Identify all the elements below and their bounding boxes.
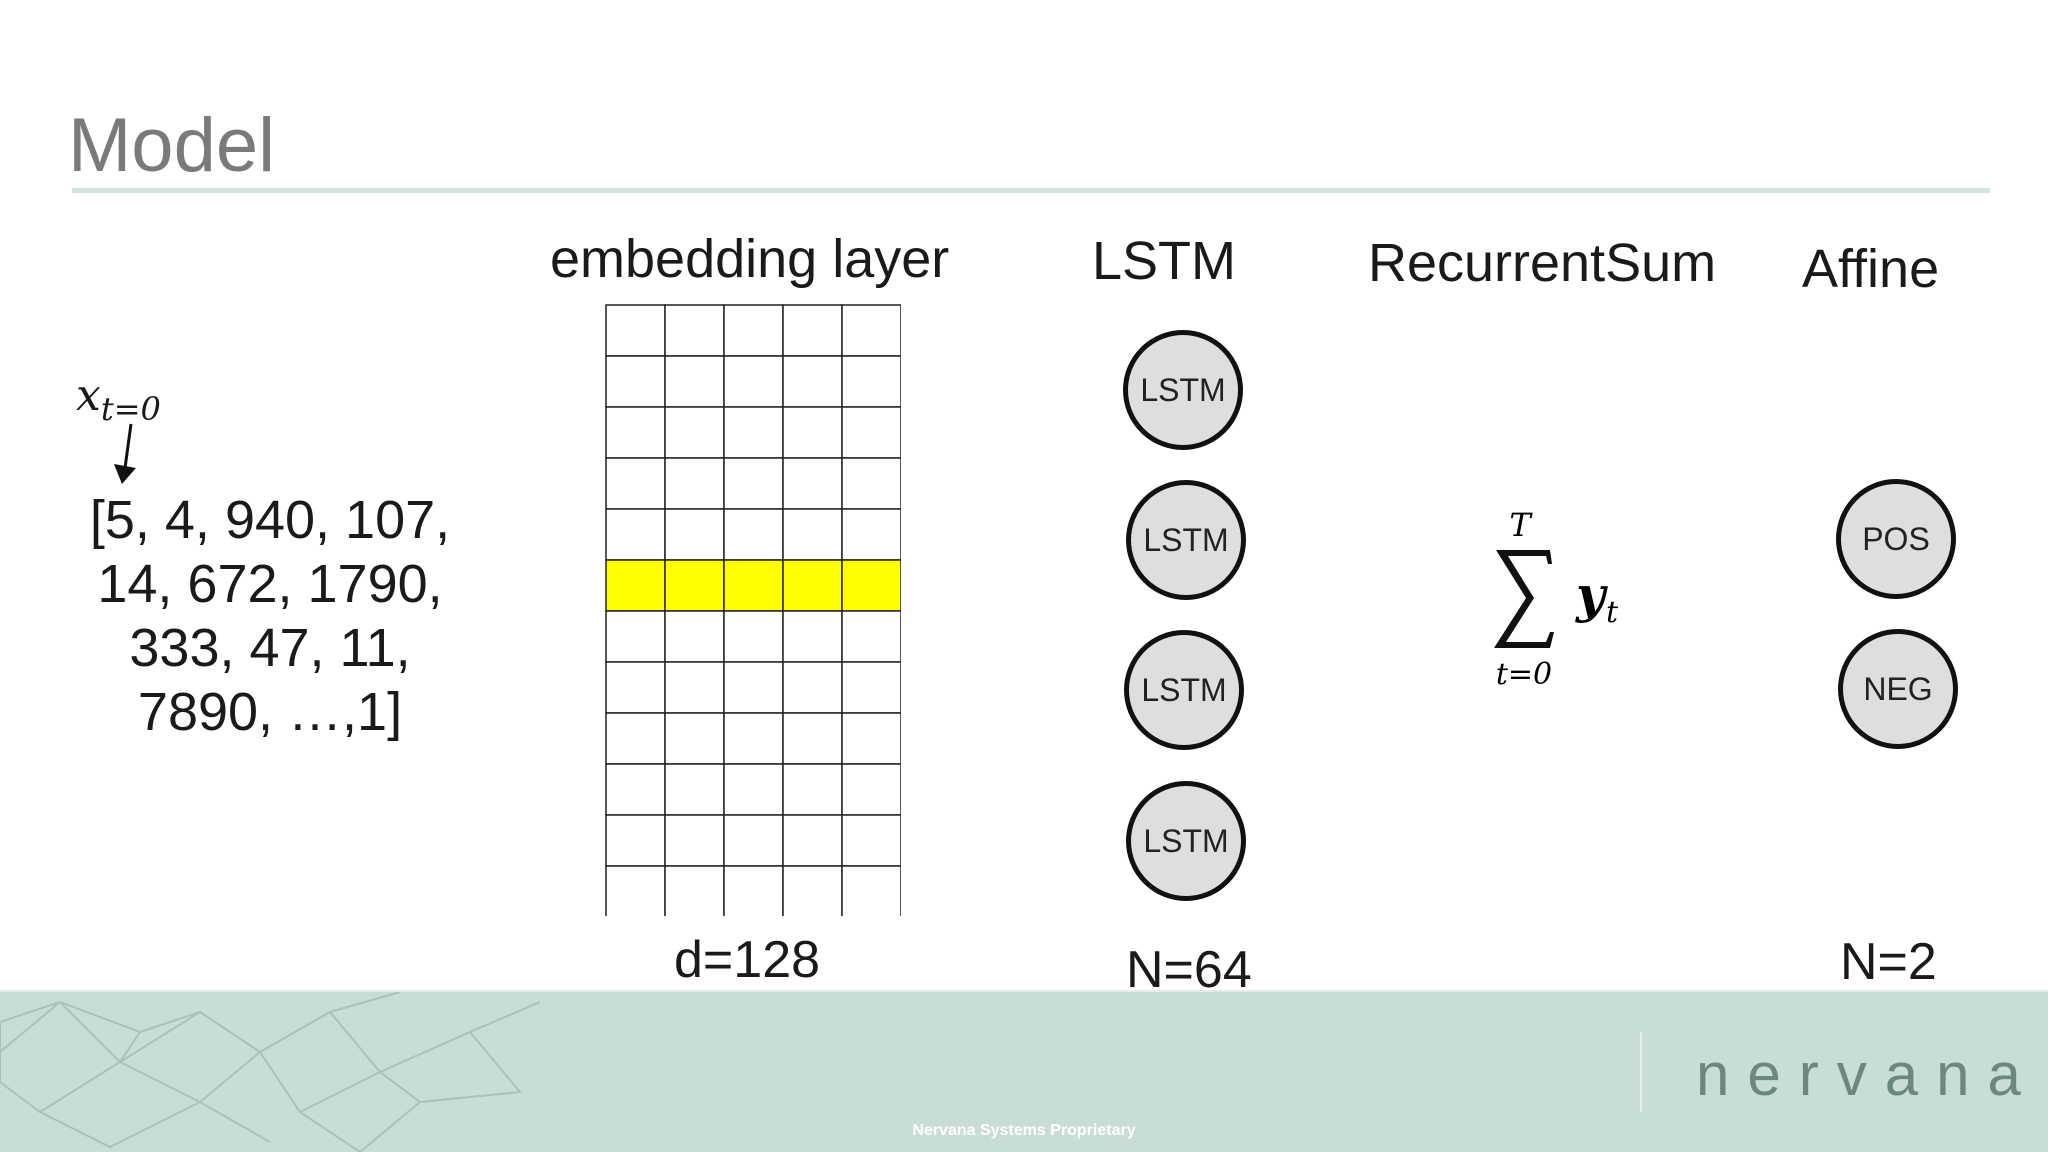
input-variable: xt=0 <box>76 370 161 428</box>
embedding-cell <box>605 865 666 916</box>
network-pattern-icon <box>0 992 541 1152</box>
embedding-cell <box>605 406 666 459</box>
sequence-line: 14, 672, 1790, <box>97 554 443 614</box>
embedding-cell <box>605 457 666 510</box>
input-symbol: x <box>76 370 101 421</box>
embedding-cell <box>782 712 843 765</box>
embedding-cell <box>723 355 784 408</box>
embedding-cell <box>605 508 666 561</box>
lstm-node: LSTM <box>1123 330 1243 450</box>
embedding-matrix <box>605 304 901 916</box>
embedding-cell <box>605 355 666 408</box>
sequence-line: 7890, …,1] <box>137 682 403 742</box>
embedding-cell <box>664 661 725 714</box>
embedding-cell <box>841 814 901 867</box>
embedding-cell <box>723 712 784 765</box>
embedding-cell <box>664 865 725 916</box>
embedding-highlight-cell <box>605 559 666 612</box>
embedding-highlight-cell <box>841 559 901 612</box>
embedding-cell <box>782 814 843 867</box>
embedding-cell <box>841 661 901 714</box>
embedding-cell <box>605 661 666 714</box>
embedding-cell <box>782 763 843 816</box>
embedding-cell <box>841 610 901 663</box>
embedding-cell <box>605 712 666 765</box>
embedding-cell <box>664 304 725 357</box>
slide-title: Model <box>68 103 275 188</box>
input-subscript: t=0 <box>100 390 161 428</box>
proprietary-notice: Nervana Systems Proprietary <box>912 1122 1136 1139</box>
recurrent-sum-heading: RecurrentSum <box>1368 233 1717 293</box>
lstm-node: LSTM <box>1126 781 1246 901</box>
summation-formula: T t=0 y t <box>1494 506 1619 692</box>
embedding-cell <box>723 661 784 714</box>
embedding-cell <box>664 457 725 510</box>
embedding-highlight-cell <box>723 559 784 612</box>
affine-size-label: N=2 <box>1840 933 1937 991</box>
nervana-logo: nervana <box>1696 1041 2039 1108</box>
sequence-line: [5, 4, 940, 107, <box>89 490 451 550</box>
embedding-cell <box>782 355 843 408</box>
embedding-cell <box>605 763 666 816</box>
pos-output-node: POS <box>1836 479 1956 599</box>
embedding-cell <box>723 814 784 867</box>
embedding-cell <box>782 661 843 714</box>
embedding-cell <box>723 610 784 663</box>
embedding-cell <box>664 610 725 663</box>
sum-lower-limit: t=0 <box>1496 657 1552 692</box>
lstm-node: LSTM <box>1124 630 1244 750</box>
embedding-cell <box>664 763 725 816</box>
affine-heading: Affine <box>1802 239 1940 299</box>
embedding-cell <box>723 763 784 816</box>
embedding-cell <box>782 406 843 459</box>
embedding-cell <box>664 712 725 765</box>
embedding-cell <box>723 304 784 357</box>
embedding-cell <box>782 304 843 357</box>
embedding-cell <box>605 610 666 663</box>
sigma-icon <box>1494 550 1554 648</box>
embedding-cell <box>841 712 901 765</box>
embedding-cell <box>723 406 784 459</box>
embedding-cell <box>782 457 843 510</box>
embedding-cell <box>841 865 901 916</box>
lstm-node: LSTM <box>1126 480 1246 600</box>
embedding-cell <box>664 355 725 408</box>
footer-divider <box>0 990 2048 992</box>
down-arrow-icon <box>114 423 136 484</box>
embedding-cell <box>605 814 666 867</box>
lstm-heading: LSTM <box>1092 231 1237 291</box>
embedding-cell <box>841 406 901 459</box>
embedding-dimension-label: d=128 <box>674 931 821 989</box>
embedding-cell <box>782 610 843 663</box>
embedding-cell <box>782 508 843 561</box>
embedding-cell <box>841 763 901 816</box>
sum-upper-limit: T <box>1509 506 1533 544</box>
embedding-cell <box>841 508 901 561</box>
token-sequence: [5, 4, 940, 107, 14, 672, 1790, 333, 47,… <box>60 488 480 744</box>
sequence-line: 333, 47, 11, <box>129 618 411 678</box>
sum-term-subscript: t <box>1606 595 1619 630</box>
footer-band <box>0 992 2048 1152</box>
embedding-cell <box>723 508 784 561</box>
embedding-cell <box>723 457 784 510</box>
embedding-cell <box>841 304 901 357</box>
embedding-cell <box>841 457 901 510</box>
embedding-cell <box>664 406 725 459</box>
sum-term: y <box>1575 565 1608 624</box>
embedding-cell <box>664 508 725 561</box>
embedding-highlight-cell <box>664 559 725 612</box>
title-divider <box>72 188 1990 193</box>
embedding-cell <box>782 865 843 916</box>
embedding-cell <box>664 814 725 867</box>
embedding-cell <box>723 865 784 916</box>
neg-output-node: NEG <box>1838 629 1958 749</box>
embedding-cell <box>841 355 901 408</box>
embedding-layer-heading: embedding layer <box>550 229 950 289</box>
lstm-size-label: N=64 <box>1126 941 1252 999</box>
brand-separator <box>1640 1032 1642 1112</box>
embedding-cell <box>605 304 666 357</box>
embedding-highlight-cell <box>782 559 843 612</box>
